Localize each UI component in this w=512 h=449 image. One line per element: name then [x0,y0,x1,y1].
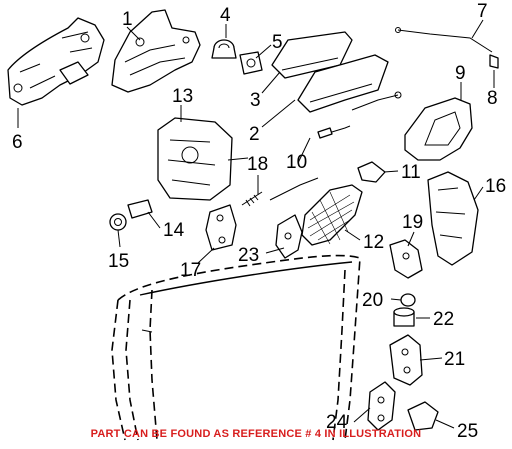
part-23-bracket [269,177,319,259]
callout-3: 3 [250,90,261,111]
part-9-interior-handle [404,97,473,161]
callout-7: 7 [477,1,488,22]
part-25-strap [407,401,439,431]
callout-10: 10 [286,152,307,173]
part-15-washer [109,213,127,231]
part-18-screw [241,191,263,207]
callout-24: 24 [326,412,348,433]
leader-lines [17,19,495,429]
part-17-striker-plate [205,204,237,251]
callout-9: 9 [455,63,466,84]
part-12-mesh-panel [301,184,363,246]
door-frame [111,254,361,441]
part-21-hinge [389,334,423,386]
callout-6: 6 [12,132,23,153]
callout-13: 13 [172,86,193,107]
callout-4: 4 [220,5,231,26]
part-4-lock-cylinder [211,39,237,59]
callout-25: 25 [457,421,478,442]
part-2-outer-handle [297,54,389,113]
callout-8: 8 [487,88,498,109]
part-14-bolt [127,199,153,219]
callout-16: 16 [485,176,506,197]
callout-20: 20 [362,290,383,311]
callout-12: 12 [363,232,384,253]
part-3-handle-cover [271,31,353,79]
release-rod [351,91,402,111]
part-7-rod [395,27,493,53]
callout-15: 15 [108,251,129,272]
callout-11: 11 [401,162,421,183]
reference-footnote: PART CAN BE FOUND AS REFERENCE # 4 IN IL… [90,428,422,440]
part-1-handle-bracket [111,9,201,93]
part-24-door-check [367,381,396,431]
callout-2: 2 [249,124,260,145]
callout-14: 14 [163,220,185,241]
callout-21-22: 22 [433,309,454,330]
part-11-clip [357,161,386,183]
part-13-lock-actuator [157,117,249,201]
part-16-handle-housing [427,171,479,266]
callout-17: 17 [180,260,201,281]
part-8-clip [489,54,499,69]
callout-18: 18 [247,154,268,175]
part-6-handle-carrier [7,17,105,106]
callout-23: 23 [238,245,259,266]
part-19-hinge-bracket [389,239,423,279]
part-22-cap [393,307,415,327]
callout-21: 21 [444,349,465,370]
callout-numbers: 1 2 3 4 5 6 7 8 9 10 11 12 13 14 15 16 1… [12,1,506,442]
part-10-cable [317,125,351,139]
part-20-plug [400,293,416,307]
callout-1: 1 [122,9,133,30]
callout-5: 5 [272,32,283,53]
callout-19: 19 [402,212,423,233]
